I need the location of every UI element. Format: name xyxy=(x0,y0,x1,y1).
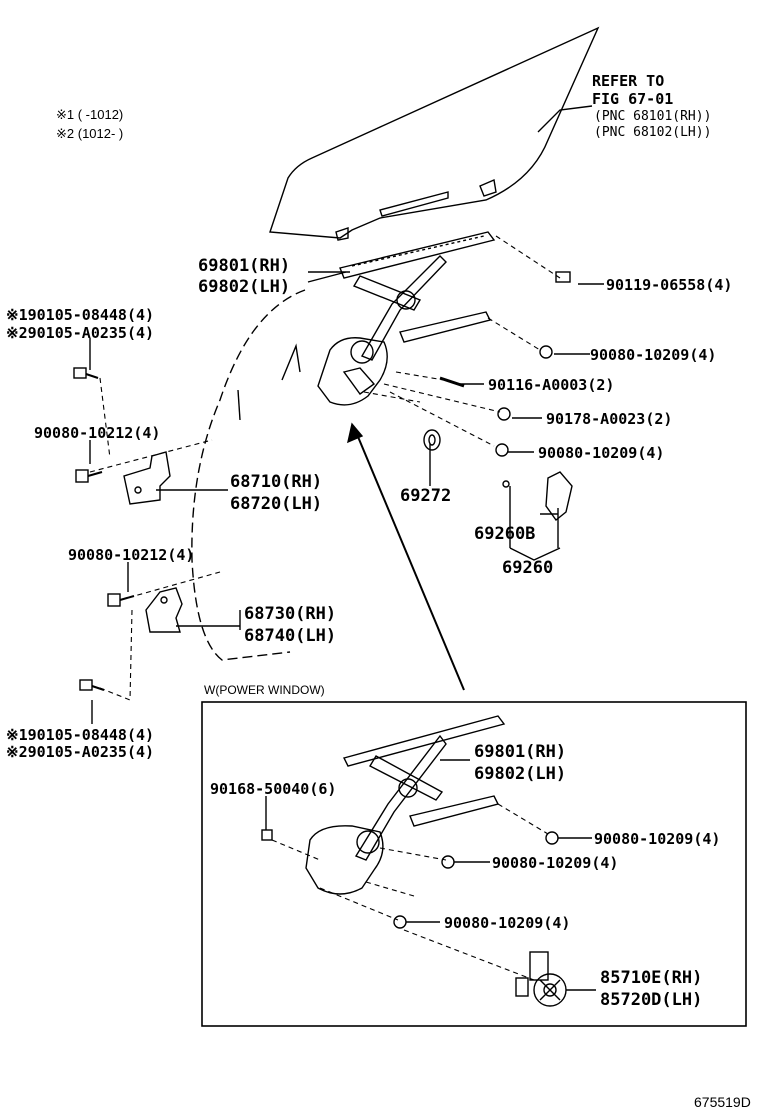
part-bolt-b1[interactable]: ※190105-08448(4) xyxy=(6,726,155,744)
regulator-arm xyxy=(360,255,447,361)
power-window-caption: W(POWER WINDOW) xyxy=(204,683,325,697)
part-69272[interactable]: 69272 xyxy=(400,486,452,506)
part-69260b[interactable]: 69260B xyxy=(474,524,536,544)
pw-motor-rh[interactable]: 85710E(RH) xyxy=(600,968,703,988)
washer xyxy=(423,429,441,451)
pw-regulator-lh[interactable]: 69802(LH) xyxy=(474,764,567,784)
part-hinge-68720[interactable]: 68720(LH) xyxy=(230,494,323,514)
part-bolt-b2[interactable]: ※290105-A0235(4) xyxy=(6,743,155,761)
note-1: ※1 ( -1012) xyxy=(56,107,124,122)
pw-bolt-a[interactable]: 90080-10209(4) xyxy=(594,830,721,848)
part-hinge-68740[interactable]: 68740(LH) xyxy=(244,626,337,646)
hinge-lower xyxy=(145,587,183,633)
pw-screw-90168[interactable]: 90168-50040(6) xyxy=(210,780,337,798)
glass-channel xyxy=(379,191,449,217)
refer-line-2: FIG 67-01 xyxy=(592,90,674,108)
part-69260[interactable]: 69260 xyxy=(502,558,554,578)
lower-rail xyxy=(399,311,492,343)
part-regulator-lh[interactable]: 69802(LH) xyxy=(198,277,291,297)
refer-line-1: REFER TO xyxy=(592,72,665,90)
pw-motor-lh[interactable]: 85720D(LH) xyxy=(600,990,703,1010)
part-regulator-rh[interactable]: 69801(RH) xyxy=(198,256,291,276)
part-90178[interactable]: 90178-A0023(2) xyxy=(546,410,673,428)
part-90119[interactable]: 90119-06558(4) xyxy=(606,276,733,294)
window-handle xyxy=(545,471,573,522)
part-90116[interactable]: 90116-A0003(2) xyxy=(488,376,615,394)
pw-regulator-rh[interactable]: 69801(RH) xyxy=(474,742,567,762)
note-2: ※2 (1012- ) xyxy=(56,126,124,141)
refer-line-3: (PNC 68101(RH)) xyxy=(594,109,712,124)
assembly-arrow-shaft xyxy=(355,431,465,691)
pw-bolt-c[interactable]: 90080-10209(4) xyxy=(444,914,571,932)
part-hinge-68730[interactable]: 68730(RH) xyxy=(244,604,337,624)
bolt-icons xyxy=(73,271,571,691)
pw-bolt-b[interactable]: 90080-10209(4) xyxy=(492,854,619,872)
part-90080-10212-a[interactable]: 90080-10212(4) xyxy=(34,424,161,442)
regulator-rail xyxy=(339,231,496,279)
figure-code: 675519D xyxy=(694,1094,751,1110)
part-bolt-a2[interactable]: ※290105-A0235(4) xyxy=(6,324,155,342)
part-90080-10209-b[interactable]: 90080-10209(4) xyxy=(538,444,665,462)
door-outline xyxy=(191,289,306,661)
hinge-upper xyxy=(123,451,171,505)
power-window-box xyxy=(201,701,747,1027)
part-90080-10212-b[interactable]: 90080-10212(4) xyxy=(68,546,195,564)
part-bolt-a1[interactable]: ※190105-08448(4) xyxy=(6,306,155,324)
gear-base xyxy=(317,337,388,406)
door-glass xyxy=(269,26,600,239)
window-motor xyxy=(515,951,567,1007)
refer-line-4: (PNC 68102(LH)) xyxy=(594,125,712,140)
part-90080-10209-a[interactable]: 90080-10209(4) xyxy=(590,346,717,364)
part-hinge-68710[interactable]: 68710(RH) xyxy=(230,472,323,492)
